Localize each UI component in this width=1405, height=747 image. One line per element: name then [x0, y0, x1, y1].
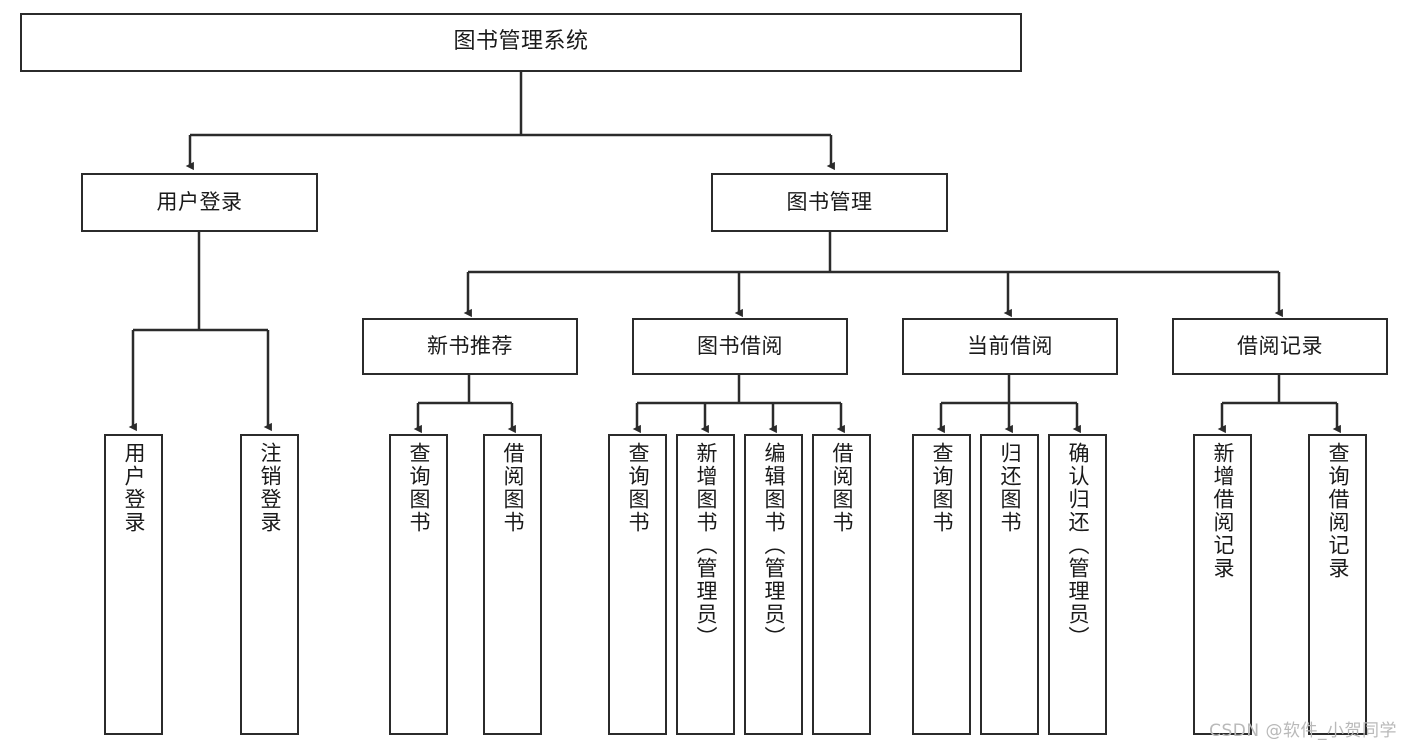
leaf-records-add-record[interactable]: 新增借阅记录 [1193, 434, 1252, 735]
node-book-management[interactable]: 图书管理 [711, 173, 948, 232]
node-label: 新增借阅记录 [1211, 442, 1235, 580]
node-label: 新增图书（管理员） [694, 442, 718, 649]
node-label: 用户登录 [156, 189, 243, 214]
node-label: 借阅图书 [501, 442, 525, 534]
node-label: 查询借阅记录 [1326, 442, 1350, 580]
leaf-records-query-record[interactable]: 查询借阅记录 [1308, 434, 1367, 735]
node-label: 借阅记录 [1237, 333, 1323, 358]
node-label: 归还图书 [998, 442, 1022, 534]
leaf-recommend-borrow-book[interactable]: 借阅图书 [483, 434, 542, 735]
node-label: 查询图书 [407, 442, 431, 534]
leaf-borrow-edit-book-admin[interactable]: 编辑图书（管理员） [744, 434, 803, 735]
leaf-current-confirm-return-admin[interactable]: 确认归还（管理员） [1048, 434, 1107, 735]
csdn-watermark: CSDN @软件_小贺同学 [1209, 721, 1397, 741]
node-new-book-recommend[interactable]: 新书推荐 [362, 318, 578, 375]
node-label: 图书借阅 [697, 333, 783, 358]
node-label: 新书推荐 [427, 333, 513, 358]
node-label: 查询图书 [626, 442, 650, 534]
node-borrow-records[interactable]: 借阅记录 [1172, 318, 1388, 375]
node-label: 查询图书 [930, 442, 954, 534]
node-current-borrow[interactable]: 当前借阅 [902, 318, 1118, 375]
node-label: 编辑图书（管理员） [762, 442, 786, 649]
node-label: 图书管理系统 [453, 29, 589, 55]
leaf-borrow-borrow-book[interactable]: 借阅图书 [812, 434, 871, 735]
leaf-user-login-logout[interactable]: 注销登录 [240, 434, 299, 735]
node-book-borrow[interactable]: 图书借阅 [632, 318, 848, 375]
node-label: 注销登录 [258, 442, 282, 534]
leaf-borrow-query-book[interactable]: 查询图书 [608, 434, 667, 735]
node-label: 图书管理 [786, 189, 873, 214]
node-root-system[interactable]: 图书管理系统 [20, 13, 1022, 72]
leaf-borrow-add-book-admin[interactable]: 新增图书（管理员） [676, 434, 735, 735]
node-user-login[interactable]: 用户登录 [81, 173, 318, 232]
node-label: 用户登录 [122, 442, 146, 534]
node-label: 当前借阅 [967, 333, 1053, 358]
leaf-recommend-query-book[interactable]: 查询图书 [389, 434, 448, 735]
leaf-current-query-book[interactable]: 查询图书 [912, 434, 971, 735]
leaf-current-return-book[interactable]: 归还图书 [980, 434, 1039, 735]
node-label: 确认归还（管理员） [1066, 442, 1090, 649]
node-label: 借阅图书 [830, 442, 854, 534]
leaf-user-login-login[interactable]: 用户登录 [104, 434, 163, 735]
